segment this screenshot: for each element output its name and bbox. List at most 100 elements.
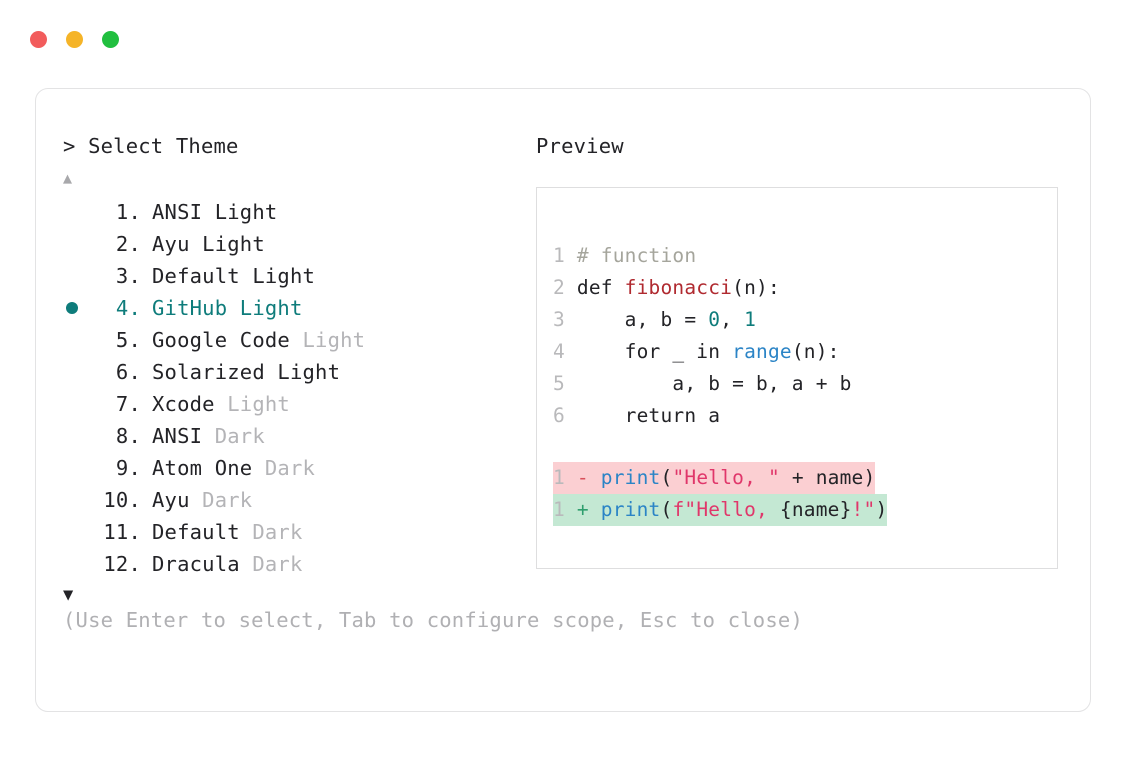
code-line: 5 a, b = b, a + b [553,368,852,400]
diff-added-line: 1 + print(f"Hello, {name}!") [553,494,888,526]
theme-item-name: Atom One [152,456,253,480]
theme-item-variant: Dark [239,552,303,576]
theme-list-item[interactable]: 12. Dracula Dark [63,548,533,580]
scroll-up-icon[interactable]: ▲ [63,169,73,187]
theme-list-item[interactable]: 5. Google Code Light [63,324,533,356]
line-number: 5 [553,372,577,395]
theme-item-name: GitHub [152,296,228,320]
page-title: > Select Theme [63,133,533,159]
code-token: + name) [779,466,876,489]
theme-item-number: 10. [103,488,141,512]
theme-list-item[interactable]: 4.GitHub Light [63,292,533,324]
theme-item-variant: Light [189,232,265,256]
line-number: 3 [553,308,577,331]
code-token: print [600,466,661,489]
theme-item-number: 1. [115,200,141,224]
theme-list-item[interactable]: 9. Atom One Dark [63,452,533,484]
prompt-marker: > [63,134,76,158]
preview-title: Preview [536,134,624,158]
selected-dot-icon [66,302,78,314]
line-number: 4 [553,340,577,363]
code-token: , [720,308,745,331]
theme-item-variant: Light [264,360,341,384]
diff-plus-sign: + [576,498,601,521]
code-token: return a [576,404,721,427]
code-line: 6 return a [553,400,720,432]
minimize-window-button[interactable] [66,31,83,48]
theme-item-number: 6. [115,360,141,384]
theme-item-number: 11. [103,520,141,544]
code-line: 3 a, b = 0, 1 [553,304,756,336]
theme-item-variant: Dark [202,424,265,448]
theme-list-item[interactable]: 11. Default Dark [63,516,533,548]
theme-item-variant: Dark [189,488,253,512]
line-number: 1 [553,466,577,489]
theme-list-item[interactable]: 10. Ayu Dark [63,484,533,516]
theme-list-item[interactable]: 7.Xcode Light [63,388,533,420]
code-token: def [576,276,625,299]
theme-item-name: Google Code [152,328,290,352]
code-line: 2 def fibonacci(n): [553,272,780,304]
keyboard-hint: (Use Enter to select, Tab to configure s… [63,608,803,632]
code-token: {name} [779,498,852,521]
theme-item-name: Default [152,520,240,544]
code-line: 1 # function [553,240,696,272]
code-line: 4 for _ in range(n): [553,336,840,368]
diff-removed-line: 1 - print("Hello, " + name) [553,462,876,494]
theme-item-name: Default [152,264,240,288]
diff-minus-sign: - [576,466,601,489]
code-token: f"Hello, [672,498,780,521]
selection-bullet-cell [63,302,93,314]
theme-item-number: 12. [103,552,141,576]
code-token: # function [576,244,697,267]
theme-item-variant: Light [239,264,316,288]
theme-item-name: Xcode [152,392,215,416]
line-number: 6 [553,404,577,427]
code-token: range [732,340,792,363]
theme-item-number: 2. [115,232,141,256]
code-token: ( [660,498,673,521]
code-token: ( [660,466,673,489]
code-token: "Hello, " [672,466,780,489]
code-token: (n): [732,276,780,299]
close-window-button[interactable] [30,31,47,48]
theme-item-name: Ayu [152,488,190,512]
theme-item-number: 3. [115,264,141,288]
code-token: print [600,498,661,521]
line-number: 1 [553,498,577,521]
theme-item-name: Ayu [152,232,190,256]
code-token: a, b = [576,308,709,331]
line-number: 2 [553,276,577,299]
theme-list-item[interactable]: 3. Default Light [63,260,533,292]
line-number: 1 [553,244,577,267]
code-token: 1 [744,308,757,331]
theme-item-number: 8. [115,424,141,448]
theme-item-number: 7. [115,392,141,416]
code-gap [553,432,887,462]
theme-item-variant: Light [289,328,366,352]
theme-list-item[interactable]: 1.ANSI Light [63,196,533,228]
theme-list-item[interactable]: 2. Ayu Light [63,228,533,260]
theme-item-name: Dracula [152,552,240,576]
theme-item-number: 9. [115,456,141,480]
code-token: a, b = b, a + b [576,372,852,395]
scroll-down-icon[interactable]: ▼ [63,585,74,605]
theme-list-item[interactable]: 8. ANSI Dark [63,420,533,452]
code-token: ) [875,498,888,521]
prompt-title-text: Select Theme [88,134,239,158]
theme-item-variant: Dark [239,520,303,544]
window-traffic-lights [30,31,119,48]
maximize-window-button[interactable] [102,31,119,48]
code-token: 0 [708,308,721,331]
theme-list-item[interactable]: 6.Solarized Light [63,356,533,388]
theme-item-name: ANSI [152,424,203,448]
theme-item-number: 5. [115,328,141,352]
theme-item-variant: Dark [252,456,316,480]
code-token: (n): [791,340,840,363]
